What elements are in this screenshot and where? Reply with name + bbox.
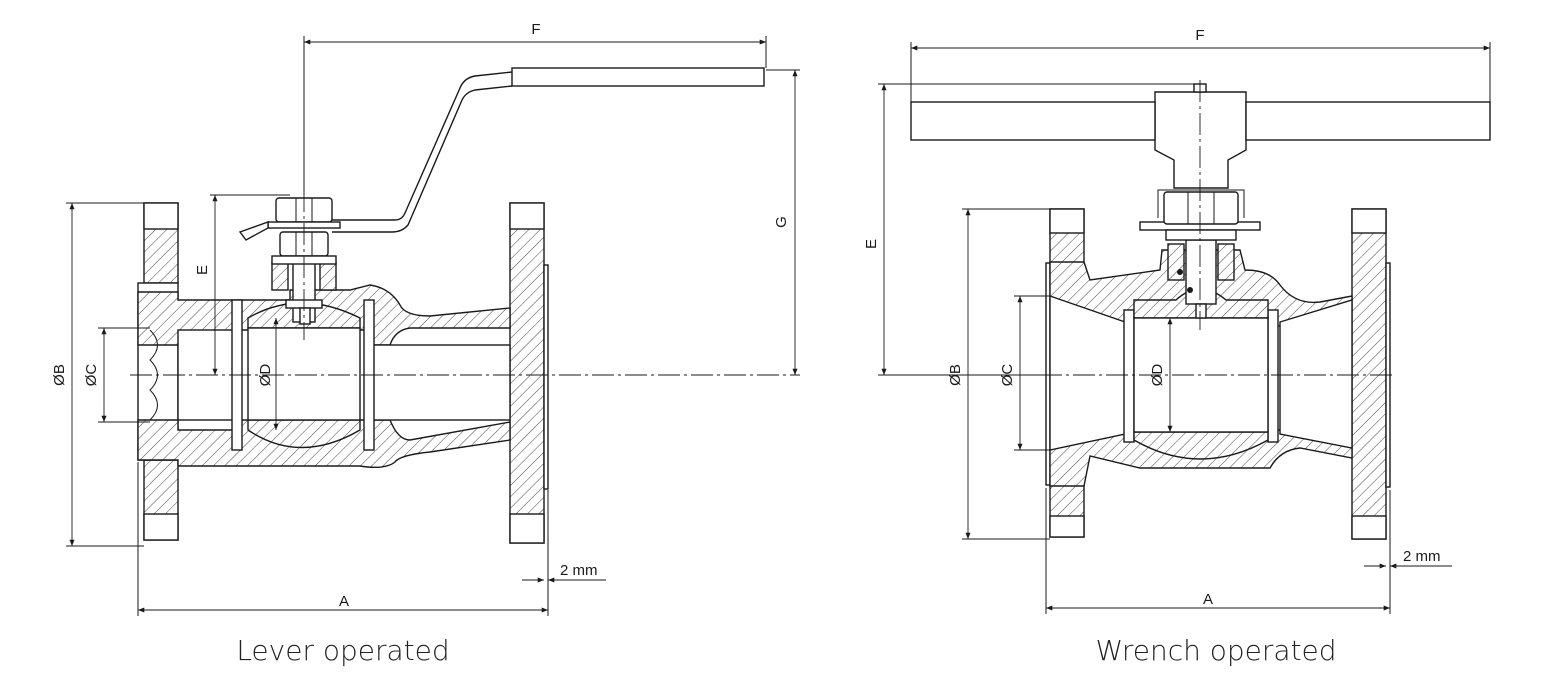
wrench-head [1154,91,1247,189]
wrench-seat-right [1267,309,1279,443]
lever-dim-b-label: ØB [51,364,68,386]
lever-dim-d-label: ØD [257,364,274,387]
wrench-dim-d-label: ØD [1149,364,1166,387]
wrench-dim-c-label: ØC [999,364,1016,387]
wrench-bore-left [1049,295,1126,451]
lever-handle [238,221,269,241]
lever-gap-label: 2 mm [560,562,598,579]
wrench-dim-f-label: F [1195,27,1204,44]
wrench-ball-bottom [1133,431,1269,460]
lever-dimensions: F G E ØB ØC ØD A 2 mm [51,21,800,616]
wrench-dim-a-label: A [1203,591,1213,608]
wrench-dimensions: F E ØB ØC ØD A 2 mm [863,27,1491,614]
lever-dim-a-label: A [339,593,349,610]
wrench-dim-e-label: E [863,239,880,249]
wrench-right-flange [1351,208,1391,540]
lever-bore-right [369,344,511,421]
wrench-caption: Wrench operated [1095,634,1336,667]
wrench-bar-left [910,101,1156,141]
lever-right-flange [509,202,549,544]
lever-caption: Lever operated [236,634,449,667]
lever-dim-e-label: E [194,265,211,275]
wrench-valve [910,80,1491,540]
lever-dim-f-label: F [531,21,540,38]
lever-left-flange [137,202,179,541]
wrench-bar-right [1245,101,1491,141]
lever-dim-c-label: ØC [83,364,100,387]
lever-valve [130,67,800,544]
wrench-dim-b-label: ØB [947,364,964,386]
wrench-seat-left [1123,309,1135,443]
wrench-gap-label: 2 mm [1403,548,1441,565]
wrench-bore-right [1279,299,1353,449]
lever-dim-g-label: G [773,216,790,228]
